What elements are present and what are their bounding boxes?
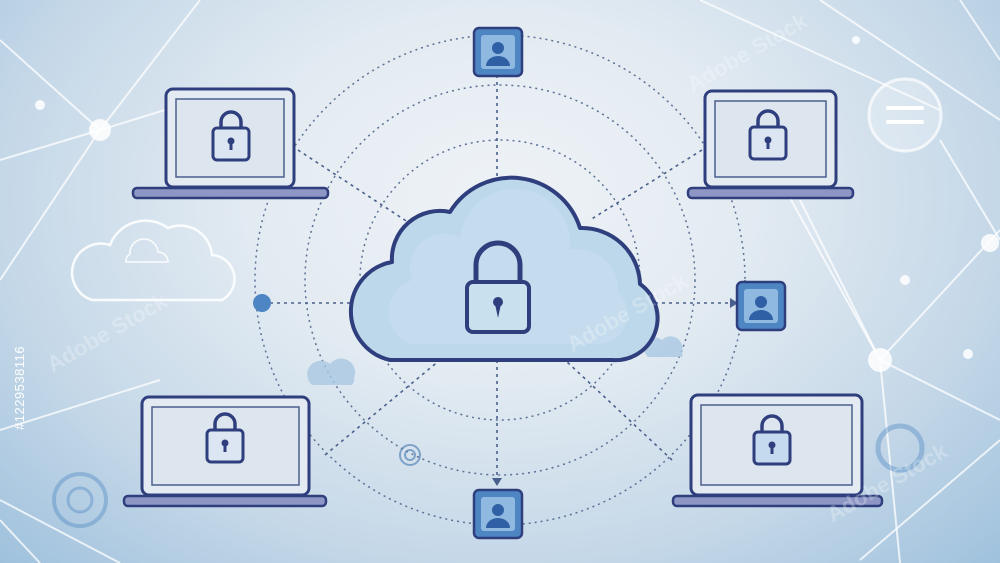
network-nodes [35,36,999,372]
small-cloud-icon [307,336,683,385]
connector-dot [253,294,271,312]
laptop-lock-icon [131,87,330,200]
user-badge-icon [472,26,524,78]
cloud-lock-icon [348,175,660,363]
laptop-lock-icon [671,393,884,508]
laptop-lock-icon [122,395,328,508]
stock-id: #1229538116 [12,345,27,430]
laptop-lock-icon [686,89,855,200]
menu-circle-icon [867,77,943,153]
connector-lines [270,75,730,478]
small-ring-icon [399,444,421,466]
ring-icon [52,423,925,528]
user-badge-icon [472,488,524,540]
cloud-outline-icon [70,219,236,302]
user-badge-icon [735,280,787,332]
